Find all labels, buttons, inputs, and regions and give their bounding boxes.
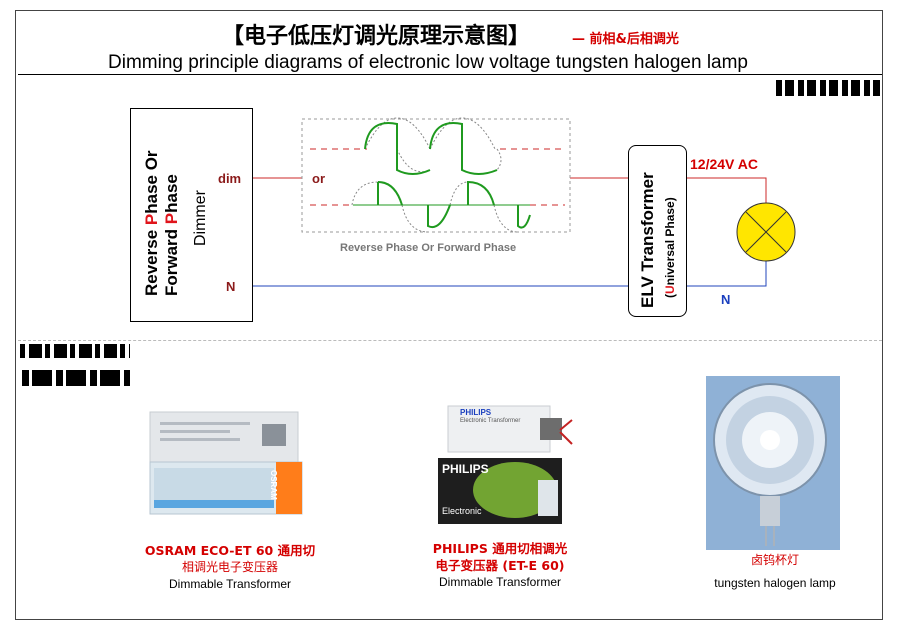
- philips-caption: PHILIPS 通用切相调光 电子变压器 (ET-E 60) Dimmable …: [432, 541, 568, 589]
- page-frame: [15, 10, 883, 620]
- dimmer-box: [130, 108, 253, 322]
- philips-brand-text: PHILIPS: [442, 462, 489, 476]
- dim-terminal-label: dim: [218, 171, 242, 186]
- philips-label-brand: PHILIPS: [460, 408, 492, 417]
- waveform-reverse-phase: [310, 117, 565, 206]
- halogen-lamp-photo: [706, 376, 840, 550]
- transformer-subtitle: (Universal Phase): [663, 197, 677, 298]
- page-title-english: Dimming principle diagrams of electronic…: [108, 52, 748, 73]
- osram-product-photo: [149, 411, 303, 515]
- waveform-caption: Reverse Phase Or Forward Phase: [340, 242, 517, 254]
- lamp-symbol: [736, 202, 796, 262]
- page-subtitle: — 前相&后相调光: [572, 32, 679, 47]
- section-divider: [18, 340, 882, 341]
- output-neutral-label: N: [721, 292, 731, 307]
- neutral-terminal-label: N: [226, 279, 236, 294]
- lamp-caption: 卤钨杯灯 tungsten halogen lamp: [714, 553, 836, 590]
- philips-sub-text: Electronic: [442, 506, 482, 516]
- dimmer-subtitle: Dimmer: [192, 190, 209, 246]
- transformer-box: [628, 145, 687, 317]
- waveform-frame: [301, 118, 571, 233]
- osram-caption: OSRAM ECO-ET 60 通用切 相调光电子变压器 Dimmable Tr…: [144, 543, 316, 591]
- live-wire: [253, 177, 767, 208]
- title-divider: [18, 74, 882, 75]
- philips-label-small: Electronic Transformer: [460, 418, 521, 424]
- or-label: or: [312, 171, 325, 186]
- supply-voltage-label: 12/24V AC: [690, 156, 758, 172]
- osram-brand-text: OSRAM: [269, 470, 278, 500]
- waveform-forward-phase: [351, 180, 565, 233]
- neutral-wire: [253, 258, 767, 287]
- page-title: 【电子低压灯调光原理示意图】: [222, 24, 531, 49]
- dimmer-title: Reverse Phase Or Forward Phase: [142, 150, 181, 296]
- philips-product-photo: [438, 405, 573, 524]
- transformer-title: ELV Transformer: [638, 172, 657, 308]
